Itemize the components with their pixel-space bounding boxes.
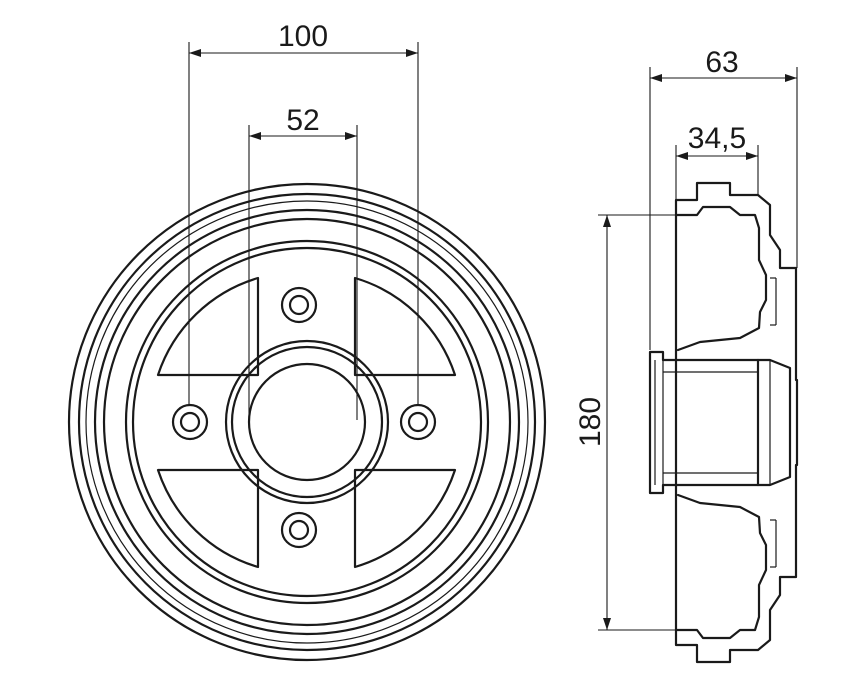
dimension-overall-width-label: 63 [705,46,738,79]
dimension-overall-width: 63 [649,46,798,350]
dimension-drum-diameter-label: 180 [574,397,607,447]
bolt-hole-bottom [280,511,318,549]
hub-spokes [156,276,457,569]
dimension-bolt-circle: 100 [188,20,419,405]
bolt-hole-left [171,403,209,441]
bolt-holes [171,286,437,549]
front-view: 100 52 [67,20,547,662]
bolt-hole-top [280,286,318,324]
dimension-drum-diameter: 180 [574,214,676,631]
center-hub [224,339,390,505]
dimension-bolt-circle-label: 100 [278,20,328,53]
drum-rings [67,182,547,662]
dimension-center-bore-label: 52 [286,104,319,137]
hub-bore [648,350,792,495]
bolt-hole-right [399,403,437,441]
dimension-hub-offset-label: 34,5 [688,122,746,155]
dimension-hub-offset: 34,5 [675,122,759,200]
side-view: 63 34,5 180 [574,46,799,664]
dimension-center-bore: 52 [248,104,358,420]
